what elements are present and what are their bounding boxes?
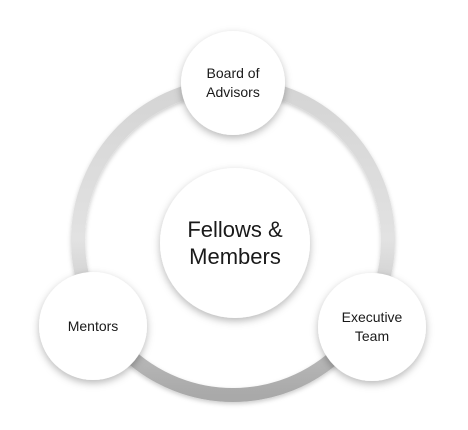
center-label: Fellows & Members [187,216,283,270]
node-label-board-of-advisors: Board of Advisors [206,65,260,100]
node-circle-executive-team [318,273,426,381]
center-circle [160,168,310,318]
node-label-executive-team: Executive Team [341,309,403,344]
node-circle-mentors [39,272,147,380]
node-circle-board-of-advisors [181,31,285,135]
node-label-mentors: Mentors [67,318,119,334]
